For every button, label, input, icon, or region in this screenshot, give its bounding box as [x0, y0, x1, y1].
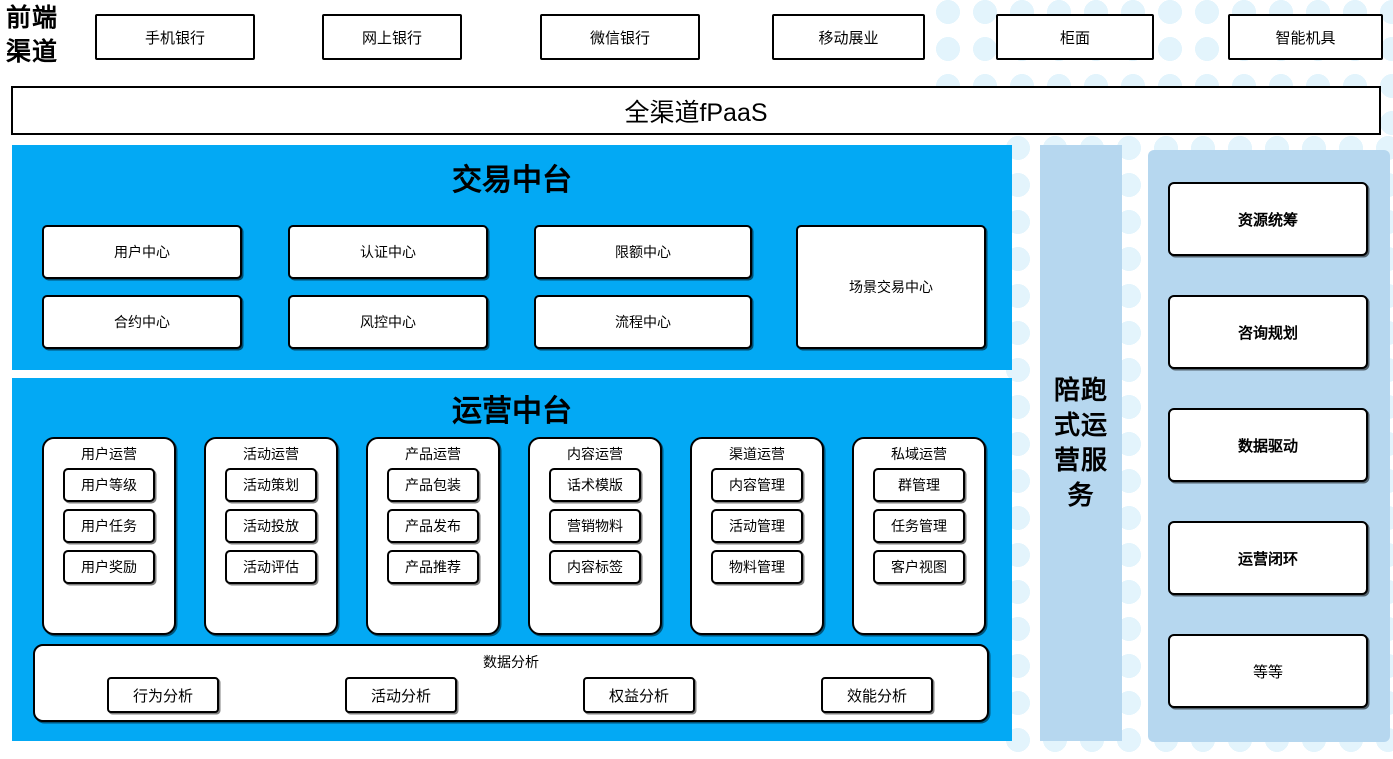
- capability-box-3[interactable]: 数据驱动: [1168, 408, 1368, 482]
- accompanying-operation-service-label: 陪跑式运营服务: [1053, 375, 1108, 510]
- operation-item-5-2[interactable]: 活动管理: [711, 509, 803, 543]
- capability-box-5[interactable]: 等等: [1168, 634, 1368, 708]
- operation-item-6-1[interactable]: 群管理: [873, 468, 965, 502]
- operation-group-title: 渠道运营: [729, 446, 785, 462]
- operation-group-4: 内容运营话术模版营销物料内容标签: [528, 437, 662, 635]
- analysis-item-4[interactable]: 效能分析: [821, 677, 933, 713]
- capability-box-1[interactable]: 资源统筹: [1168, 182, 1368, 256]
- operation-group-3: 产品运营产品包装产品发布产品推荐: [366, 437, 500, 635]
- operation-group-6: 私域运营群管理任务管理客户视图: [852, 437, 986, 635]
- operation-item-2-3[interactable]: 活动评估: [225, 550, 317, 584]
- trade-box-4[interactable]: 合约中心: [42, 295, 242, 349]
- channel-box-2[interactable]: 网上银行: [322, 14, 462, 60]
- data-analysis-container: 数据分析 行为分析 活动分析 权益分析 效能分析: [33, 644, 989, 722]
- front-end-channel-label: 前端渠道: [6, 5, 59, 66]
- trade-center-title: 交易中台: [452, 164, 572, 197]
- operation-group-title: 内容运营: [567, 446, 623, 462]
- operation-item-3-2[interactable]: 产品发布: [387, 509, 479, 543]
- capability-box-4[interactable]: 运营闭环: [1168, 521, 1368, 595]
- data-analysis-title: 数据分析: [483, 654, 539, 670]
- trade-box-7[interactable]: 场景交易中心: [796, 225, 986, 349]
- operation-item-1-1[interactable]: 用户等级: [63, 468, 155, 502]
- operation-item-4-1[interactable]: 话术模版: [549, 468, 641, 502]
- analysis-item-2[interactable]: 活动分析: [345, 677, 457, 713]
- operation-item-4-2[interactable]: 营销物料: [549, 509, 641, 543]
- omnichannel-fpaas-bar: 全渠道fPaaS: [11, 86, 1381, 135]
- operation-item-6-2[interactable]: 任务管理: [873, 509, 965, 543]
- operation-item-2-2[interactable]: 活动投放: [225, 509, 317, 543]
- operation-item-3-1[interactable]: 产品包装: [387, 468, 479, 502]
- channel-box-1[interactable]: 手机银行: [95, 14, 255, 60]
- operation-group-title: 私域运营: [891, 446, 947, 462]
- operation-group-title: 用户运营: [81, 446, 137, 462]
- trade-box-1[interactable]: 用户中心: [42, 225, 242, 279]
- channel-box-6[interactable]: 智能机具: [1228, 14, 1383, 60]
- trade-box-3[interactable]: 限额中心: [534, 225, 752, 279]
- trade-box-6[interactable]: 流程中心: [534, 295, 752, 349]
- operation-center-title: 运营中台: [452, 395, 572, 428]
- trade-box-5[interactable]: 风控中心: [288, 295, 488, 349]
- operation-group-title: 活动运营: [243, 446, 299, 462]
- operation-item-5-1[interactable]: 内容管理: [711, 468, 803, 502]
- capability-box-2[interactable]: 咨询规划: [1168, 295, 1368, 369]
- operation-item-3-3[interactable]: 产品推荐: [387, 550, 479, 584]
- analysis-item-1[interactable]: 行为分析: [107, 677, 219, 713]
- operation-item-1-3[interactable]: 用户奖励: [63, 550, 155, 584]
- channel-box-3[interactable]: 微信银行: [540, 14, 700, 60]
- operation-item-2-1[interactable]: 活动策划: [225, 468, 317, 502]
- capability-panel: 资源统筹咨询规划数据驱动运营闭环等等: [1148, 150, 1390, 742]
- operation-item-4-3[interactable]: 内容标签: [549, 550, 641, 584]
- channel-box-5[interactable]: 柜面: [996, 14, 1154, 60]
- operation-item-1-2[interactable]: 用户任务: [63, 509, 155, 543]
- operation-group-2: 活动运营活动策划活动投放活动评估: [204, 437, 338, 635]
- trade-box-2[interactable]: 认证中心: [288, 225, 488, 279]
- operation-item-6-3[interactable]: 客户视图: [873, 550, 965, 584]
- operation-group-title: 产品运营: [405, 446, 461, 462]
- operation-group-5: 渠道运营内容管理活动管理物料管理: [690, 437, 824, 635]
- channel-box-4[interactable]: 移动展业: [772, 14, 925, 60]
- operation-group-1: 用户运营用户等级用户任务用户奖励: [42, 437, 176, 635]
- operation-item-5-3[interactable]: 物料管理: [711, 550, 803, 584]
- accompanying-operation-service-column: 陪跑式运营服务: [1040, 145, 1122, 741]
- analysis-item-3[interactable]: 权益分析: [583, 677, 695, 713]
